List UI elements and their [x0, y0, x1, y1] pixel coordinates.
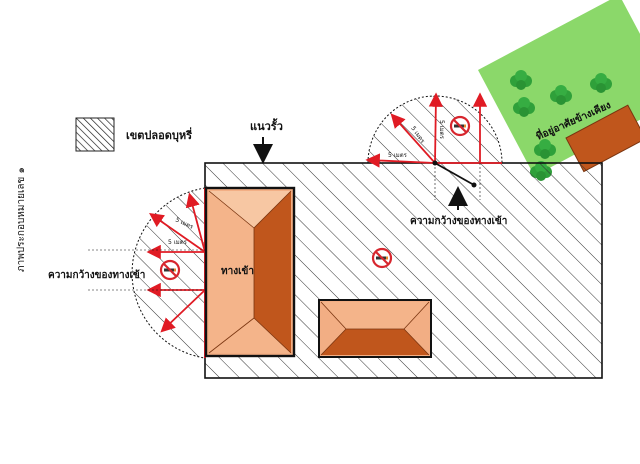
entrance-width-label-bottom: ความกว้างของทางเข้า [410, 215, 507, 227]
legend-swatch [75, 117, 115, 152]
entrance-width-label-left: ความกว้างของทางเข้า [48, 269, 145, 281]
distance-label: 5 เมตร [168, 239, 188, 246]
fence-label: แนวรั้ว [250, 118, 283, 133]
no-smoking-icon [159, 259, 181, 281]
neighbor-residence [478, 0, 640, 176]
left-buffer-zone: 5 เมตร 5 เมตร [88, 187, 262, 359]
legend: เขตปลอดบุหรี่ [75, 117, 192, 152]
neighbor-house [565, 104, 640, 173]
distance-label: 5 เมตร [438, 120, 445, 140]
fence-callout: แนวรั้ว [250, 118, 283, 164]
main-house: ทางเข้า [204, 186, 296, 358]
no-smoking-icon [449, 115, 471, 137]
entrance-label: ทางเข้า [221, 265, 254, 277]
no-smoking-icon [371, 247, 393, 269]
entrance-width-callout-bottom: ความกว้างของทางเข้า [410, 186, 507, 227]
outbuilding [318, 299, 432, 358]
top-buffer-zone: 5 เมตร 5 เมตร 5 เมตร [365, 92, 503, 200]
distance-label: 5 เมตร [388, 152, 408, 159]
legend-label: เขตปลอดบุหรี่ [126, 127, 192, 143]
side-caption: ภาพประกอบหมายเลข ๑ [16, 167, 27, 272]
